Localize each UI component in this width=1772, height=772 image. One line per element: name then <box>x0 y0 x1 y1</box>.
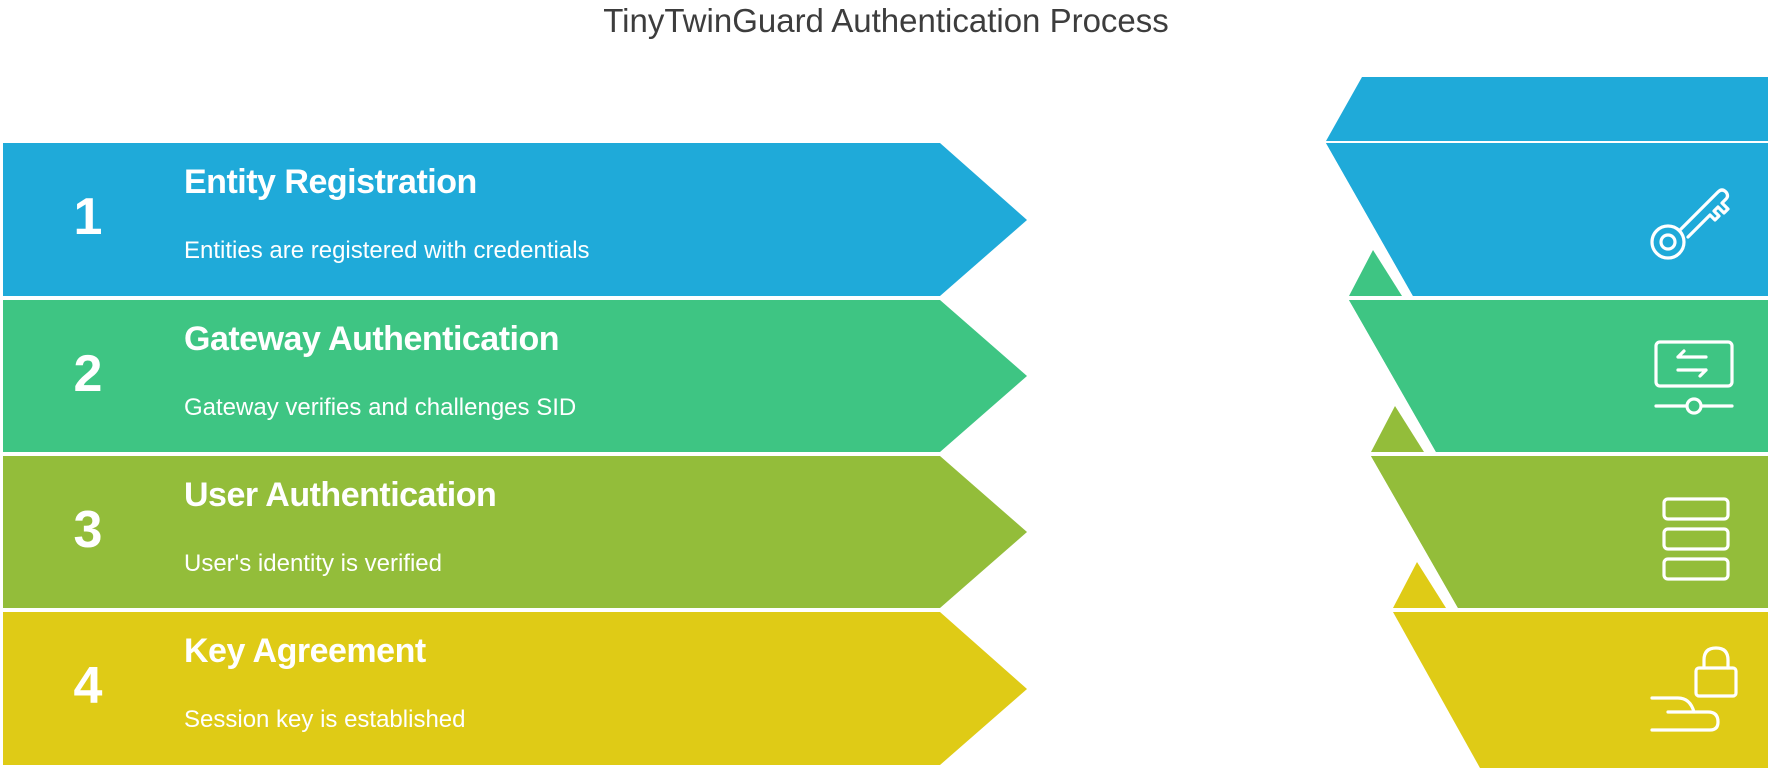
step-title: Entity Registration <box>184 163 477 201</box>
step-1: 1 Entity Registration Entities are regis… <box>0 143 1030 296</box>
step-description: User's identity is verified <box>184 550 442 577</box>
step-4-arrow <box>3 612 1027 765</box>
step-3-tab <box>1371 406 1424 452</box>
step-title: User Authentication <box>184 476 497 514</box>
key-icon <box>1650 188 1730 260</box>
stacked-records-icon <box>1662 497 1730 581</box>
step-description: Session key is established <box>184 706 466 733</box>
step-4: 4 Key Agreement Session key is establish… <box>0 612 1030 765</box>
step-number: 3 <box>73 501 103 559</box>
step-4-tab <box>1393 562 1446 608</box>
step-number: 4 <box>73 657 103 715</box>
step-3: 3 User Authentication User's identity is… <box>0 456 1030 609</box>
step-description: Gateway verifies and challenges SID <box>184 394 577 421</box>
diagram-title: TinyTwinGuard Authentication Process <box>603 2 1169 39</box>
step-2-tab <box>1349 250 1402 296</box>
step-number: 1 <box>73 188 103 246</box>
step-description: Entities are registered with credentials <box>184 237 590 264</box>
step-title: Key Agreement <box>184 632 426 670</box>
hand-lock-icon <box>1650 646 1738 732</box>
gateway-exchange-icon <box>1654 340 1734 415</box>
step-2: 2 Gateway Authentication Gateway verifie… <box>0 300 1030 453</box>
step-2-arrow <box>3 300 1027 452</box>
step-number: 2 <box>73 345 103 403</box>
top-cap <box>1326 77 1768 141</box>
step-title: Gateway Authentication <box>184 320 560 358</box>
step-1-arrow <box>3 143 1027 296</box>
step-3-arrow <box>3 456 1027 608</box>
